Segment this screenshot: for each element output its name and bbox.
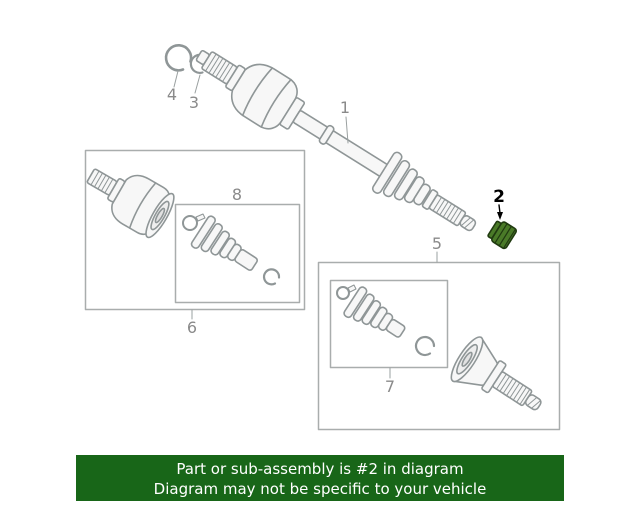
part-label-6: 6 [187, 318, 197, 337]
leader-line-1 [345, 116, 349, 144]
group-box-7 [329, 279, 449, 369]
part-label-2: 2 [493, 187, 505, 207]
group-box-5 [317, 261, 561, 431]
banner-line-1: Part or sub-assembly is #2 in diagram [176, 460, 464, 478]
part-label-1: 1 [340, 98, 350, 117]
part-2-arrow-icon [497, 204, 503, 220]
info-banner: Part or sub-assembly is #2 in diagram Di… [76, 455, 564, 501]
leader-line-3 [194, 74, 201, 94]
highlighted-part [487, 220, 517, 250]
part-label-3: 3 [189, 93, 199, 112]
leader-lines [173, 70, 438, 379]
group-box-6 [84, 149, 306, 311]
cv-joint-outer [450, 336, 542, 411]
part-label-5: 5 [432, 234, 442, 253]
cv-joint-inner [86, 168, 175, 239]
axle-shaft-assembly [195, 49, 477, 232]
snap-ring-4 [164, 44, 193, 72]
part-label-4: 4 [167, 85, 177, 104]
boot-kit-7 [336, 284, 436, 357]
boot-kit-8 [182, 213, 281, 286]
group-box-8 [174, 203, 301, 304]
leader-line-4 [173, 70, 179, 88]
banner-line-2: Diagram may not be specific to your vehi… [153, 480, 487, 498]
part-label-8: 8 [232, 185, 242, 204]
part-label-7: 7 [385, 377, 395, 396]
